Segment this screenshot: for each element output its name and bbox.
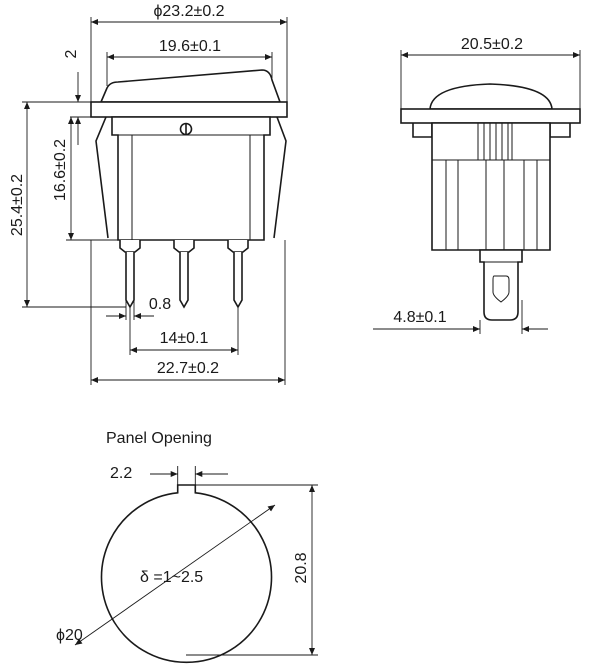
label-panel-height: 20.8 — [293, 552, 310, 583]
on-mark-circle — [179, 122, 193, 136]
terminal-pin-left — [125, 252, 135, 309]
label-side-top-width: 20.5±0.2 — [461, 36, 523, 53]
dim-line-panel-diameter — [74, 504, 276, 646]
front-view: ϕ23.2±0.2 19.6±0.1 2 25.4±0.2 16.6±0.2 0… — [9, 3, 288, 385]
rocker-actuator — [99, 69, 282, 103]
label-panel-thickness: δ =1~2.5 — [140, 569, 203, 586]
label-flange-thickness: 2 — [63, 49, 80, 58]
side-flange — [400, 108, 581, 124]
label-total-height: 25.4±0.2 — [9, 174, 26, 236]
label-terminal-pitch: 14±0.1 — [160, 330, 209, 347]
right-snap-clip — [273, 116, 287, 239]
terminal-pin-middle — [179, 252, 189, 309]
label-notch-width: 2.2 — [110, 465, 132, 482]
front-flange — [90, 101, 288, 118]
terminal-pin-right — [233, 252, 243, 309]
terminal-base-right — [227, 240, 249, 253]
side-terminal-tab — [479, 249, 523, 321]
label-side-terminal-width: 4.8±0.1 — [393, 309, 446, 326]
side-grip-ribs — [477, 122, 513, 250]
label-overall-diameter: ϕ23.2±0.2 — [153, 3, 224, 20]
side-dome-button — [429, 83, 553, 110]
side-terminal-hole — [492, 275, 510, 303]
terminal-base-left — [119, 240, 141, 253]
left-snap-clip — [95, 116, 109, 239]
label-panel-diameter: ϕ20 — [56, 627, 83, 644]
terminal-base-middle — [173, 240, 195, 253]
label-rocker-width: 19.6±0.1 — [159, 38, 221, 55]
label-body-width: 22.7±0.2 — [157, 360, 219, 377]
side-view: 20.5±0.2 4.8±0.1 — [373, 36, 581, 334]
front-housing — [111, 116, 271, 241]
label-body-height: 16.6±0.2 — [52, 139, 69, 201]
panel-opening-title: Panel Opening — [106, 430, 212, 447]
side-left-clip — [412, 123, 433, 138]
label-terminal-width: 0.8 — [149, 296, 171, 313]
side-housing — [431, 122, 551, 251]
panel-opening-view: Panel Opening ϕ20 δ =1~2.5 2.2 20.8 — [56, 430, 318, 664]
side-right-clip — [549, 123, 571, 138]
